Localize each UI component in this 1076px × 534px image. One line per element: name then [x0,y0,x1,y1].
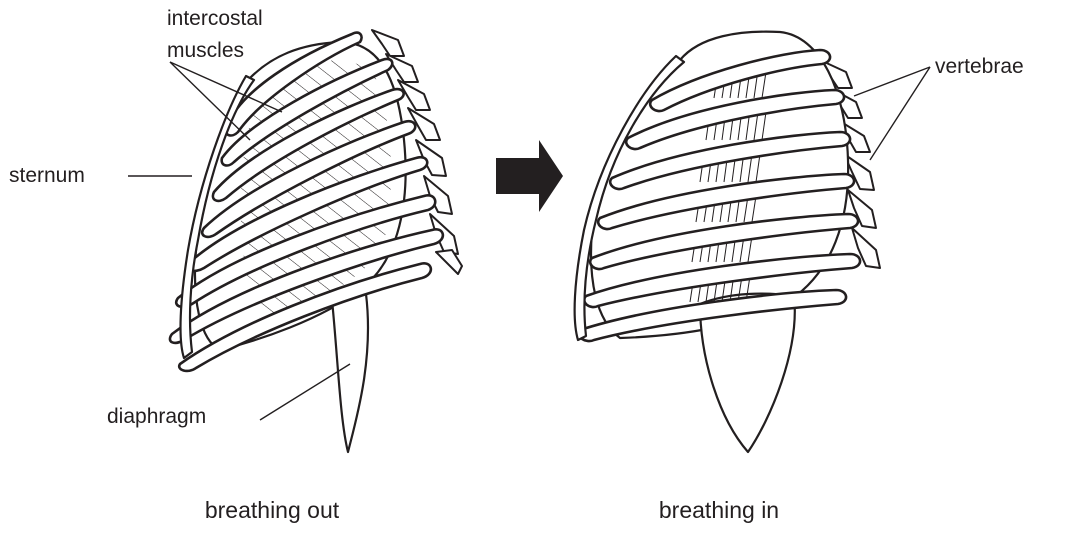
label-intercostal-line1: intercostal [167,7,263,30]
caption-breathing-out: breathing out [205,497,340,523]
direction-arrow [496,140,563,212]
label-vertebrae: vertebrae [935,55,1024,78]
caption-breathing-in: breathing in [659,497,779,523]
ribcage-breathing-in [575,32,880,452]
label-intercostal-line2: muscles [167,39,244,62]
label-diaphragm: diaphragm [107,405,206,428]
label-sternum: sternum [9,164,85,187]
pointer-vertebrae-b [870,67,930,160]
diaphragm-shape-left [332,289,368,452]
pointer-vertebrae-a [854,67,930,96]
ribcage-breathing-out [170,30,462,452]
pointer-diaphragm [260,364,350,420]
